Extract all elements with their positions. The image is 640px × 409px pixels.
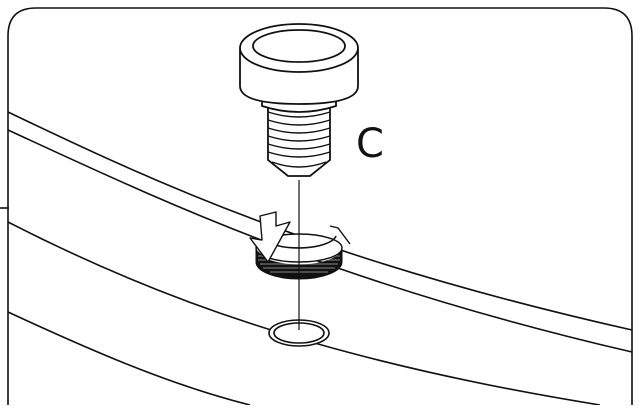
step-label: C xyxy=(356,121,384,167)
screw xyxy=(239,23,359,177)
panel-border xyxy=(7,7,633,405)
rim-lower-edge-1 xyxy=(7,221,601,406)
screw-head-top xyxy=(239,23,359,73)
rotation-arrow xyxy=(249,211,351,263)
rim-lower-edge-2 xyxy=(7,311,251,406)
rim-edge-outer xyxy=(7,111,633,331)
